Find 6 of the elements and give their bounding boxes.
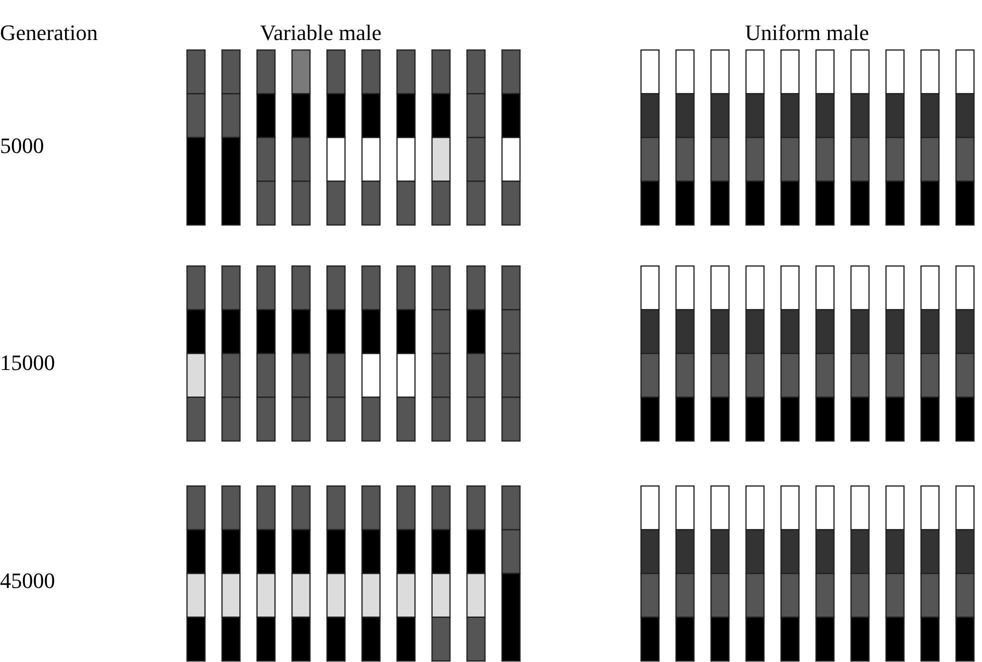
- row-label: 15000: [0, 352, 55, 374]
- column-heading: Generation: [0, 22, 98, 44]
- column-heading: Variable male: [260, 22, 382, 44]
- row-label: 5000: [0, 135, 44, 157]
- column-heading: Uniform male: [745, 22, 870, 44]
- row-label: 45000: [0, 570, 55, 592]
